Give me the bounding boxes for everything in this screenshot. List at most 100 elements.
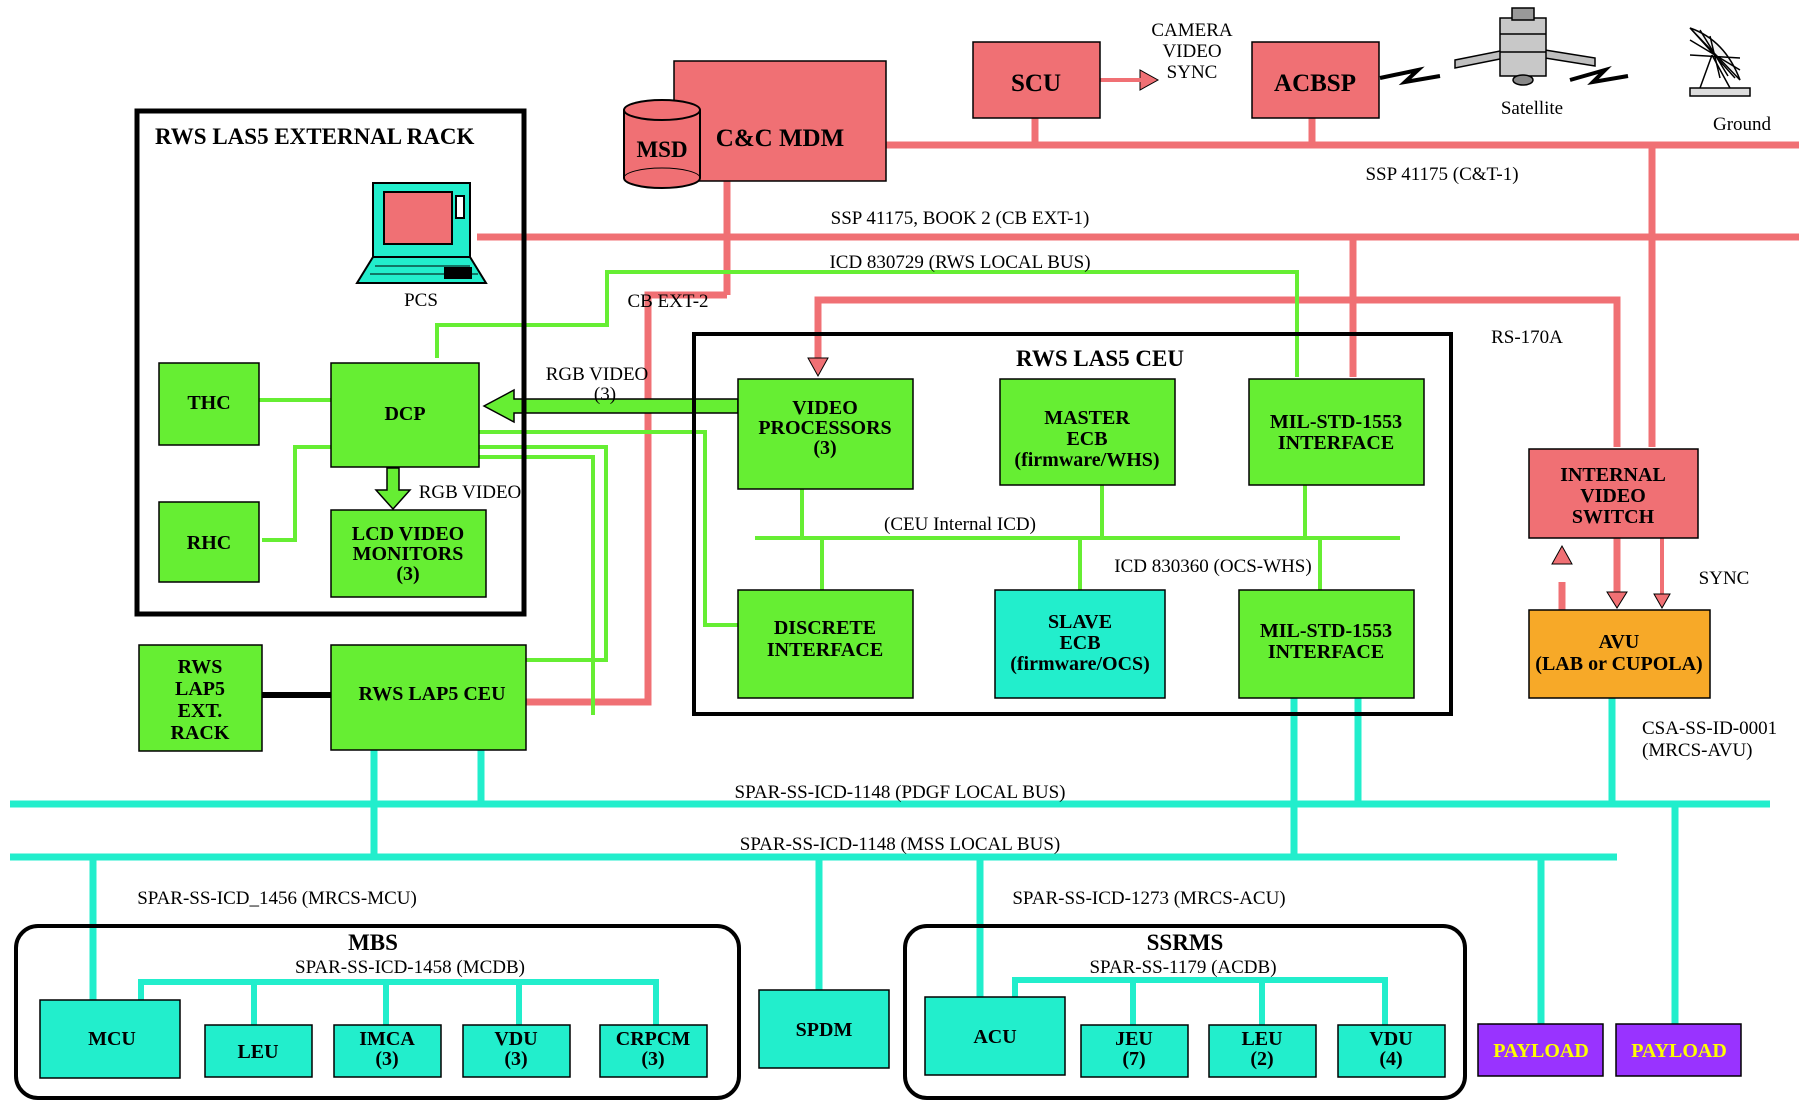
video-proc-label-2: PROCESSORS [758,417,891,439]
ccmdm-label: C&C MDM [716,125,844,152]
acu-label: ACU [973,1026,1016,1048]
ssrms-leu-label-1: LEU [1241,1028,1282,1050]
mcu-box [39,999,181,1079]
thc-box [158,362,260,446]
lcd-label-1: LCD VIDEO [352,523,464,545]
icd-rws-local-label: ICD 830729 (RWS LOCAL BUS) [829,252,1090,273]
dcp-box [330,362,480,468]
spdm-label: SPDM [796,1019,853,1041]
ceu-internal-label: (CEU Internal ICD) [884,514,1036,535]
ground-label: Ground [1713,114,1772,135]
lap5-rack-box [138,644,263,752]
csa-sub-label: (MRCS-AVU) [1642,740,1753,761]
acu-box [924,996,1066,1076]
scu-label: SCU [1011,70,1061,97]
rhc-box [158,501,260,583]
slave-ecb-label-1: SLAVE [1048,611,1112,633]
avu-box [1528,609,1711,699]
lap5-ceu-label: RWS LAP5 CEU [358,683,505,705]
imca-label-2: (3) [375,1048,398,1070]
ssrms-vdu-label-1: VDU [1369,1028,1412,1050]
lap5-ceu-box [330,644,527,751]
rgb-video-count: (3) [594,384,616,405]
acbsp-box [1251,41,1380,119]
crpcm-label-1: CRPCM [616,1028,691,1050]
jeu-label-2: (7) [1122,1048,1145,1070]
msd-label: MSD [636,137,687,162]
msd-cylinder [623,99,701,189]
ssrms-acdb-bus [1012,977,1388,1025]
satellite-icon [1454,7,1596,86]
acbsp-label: ACBSP [1274,70,1356,97]
video-label: VIDEO [1162,41,1221,62]
video-proc-label-3: (3) [813,437,836,459]
avu-label-2: (LAB or CUPOLA) [1535,653,1702,675]
discrete-interface-box [737,589,914,699]
mbs-leu-label: LEU [237,1041,278,1063]
ssp-cbext1-label: SSP 41175, BOOK 2 (CB EXT-1) [831,208,1090,229]
ssrms-frame [903,924,1467,1100]
mbs-mcdb-bus [138,979,659,1025]
payload-label-2: PAYLOAD [1631,1040,1727,1062]
master-ecb-label-1: MASTER [1044,407,1130,429]
mil1-label-1: MIL-STD-1553 [1270,411,1402,433]
jeu-label-1: JEU [1115,1028,1153,1050]
ssrms-vdu-box [1337,1024,1446,1078]
mbs-vdu-label-2: (3) [504,1048,527,1070]
mbs-vdu-label-1: VDU [494,1028,537,1050]
mil-std-1553-box-2 [1238,589,1415,699]
camera-label: CAMERA [1151,20,1233,41]
lap5-rack-label-2: LAP5 [175,678,225,700]
ground-antenna-icon [1689,27,1751,97]
satellite-label: Satellite [1501,98,1563,119]
video-switch-label-3: SWITCH [1572,506,1655,528]
lcd-label-3: (3) [396,563,419,585]
mbs-leu-box [204,1024,313,1078]
mcdb-label: SPAR-SS-ICD-1458 (MCDB) [295,957,525,978]
ssrms-leu-label-2: (2) [1250,1048,1273,1070]
rhc-label: RHC [187,532,231,554]
jeu-box [1080,1024,1189,1078]
mbs-vdu-box [462,1024,571,1078]
crpcm-label-2: (3) [641,1048,664,1070]
slave-ecb-label-3: (firmware/OCS) [1010,653,1150,675]
payload-box-2 [1615,1023,1742,1077]
csa-label: CSA-SS-ID-0001 [1642,718,1777,739]
master-ecb-label-3: (firmware/WHS) [1014,449,1159,471]
green-connections [259,270,1400,715]
video-switch-label-2: VIDEO [1580,485,1646,507]
red-connections [477,118,1799,706]
lcd-box [330,509,487,598]
spdm-box [758,989,890,1069]
ssrms-title: SSRMS [1147,930,1224,955]
thc-label: THC [187,392,230,414]
mbs-frame [14,924,741,1100]
dcp-label: DCP [384,403,425,425]
rs170a-label: RS-170A [1491,327,1563,348]
external-rack-frame [134,108,527,617]
lightning-icon [1379,66,1441,86]
pdgf-bus-label: SPAR-SS-ICD-1148 (PDGF LOCAL BUS) [735,782,1066,803]
laptop-icon [355,182,488,284]
cb-ext2-label: CB EXT-2 [627,291,708,312]
lcd-label-2: MONITORS [353,543,464,565]
rgb-video-label: RGB VIDEO [546,364,649,385]
scu-box [972,41,1101,119]
video-processors-box [737,378,914,490]
slave-ecb-label-2: ECB [1059,632,1100,654]
red-arrows [807,69,1671,610]
rgb-video-label-2: RGB VIDEO [419,482,522,503]
ccmdm-box [673,60,887,182]
mil2-label-2: INTERFACE [1268,641,1384,663]
video-switch-box [1528,448,1699,539]
ceu-title: RWS LAS5 CEU [1016,346,1184,371]
lap5-rack-label-4: RACK [171,722,230,744]
lap5-rack-label-3: EXT. [178,700,223,722]
crpcm-box [599,1024,708,1078]
avu-label-1: AVU [1599,631,1640,653]
imca-label-1: IMCA [359,1028,415,1050]
lap5-rack-label-1: RWS [178,656,223,678]
acu-icd-label: SPAR-SS-ICD-1273 (MRCS-ACU) [1012,888,1285,909]
slave-ecb-box [994,589,1166,699]
